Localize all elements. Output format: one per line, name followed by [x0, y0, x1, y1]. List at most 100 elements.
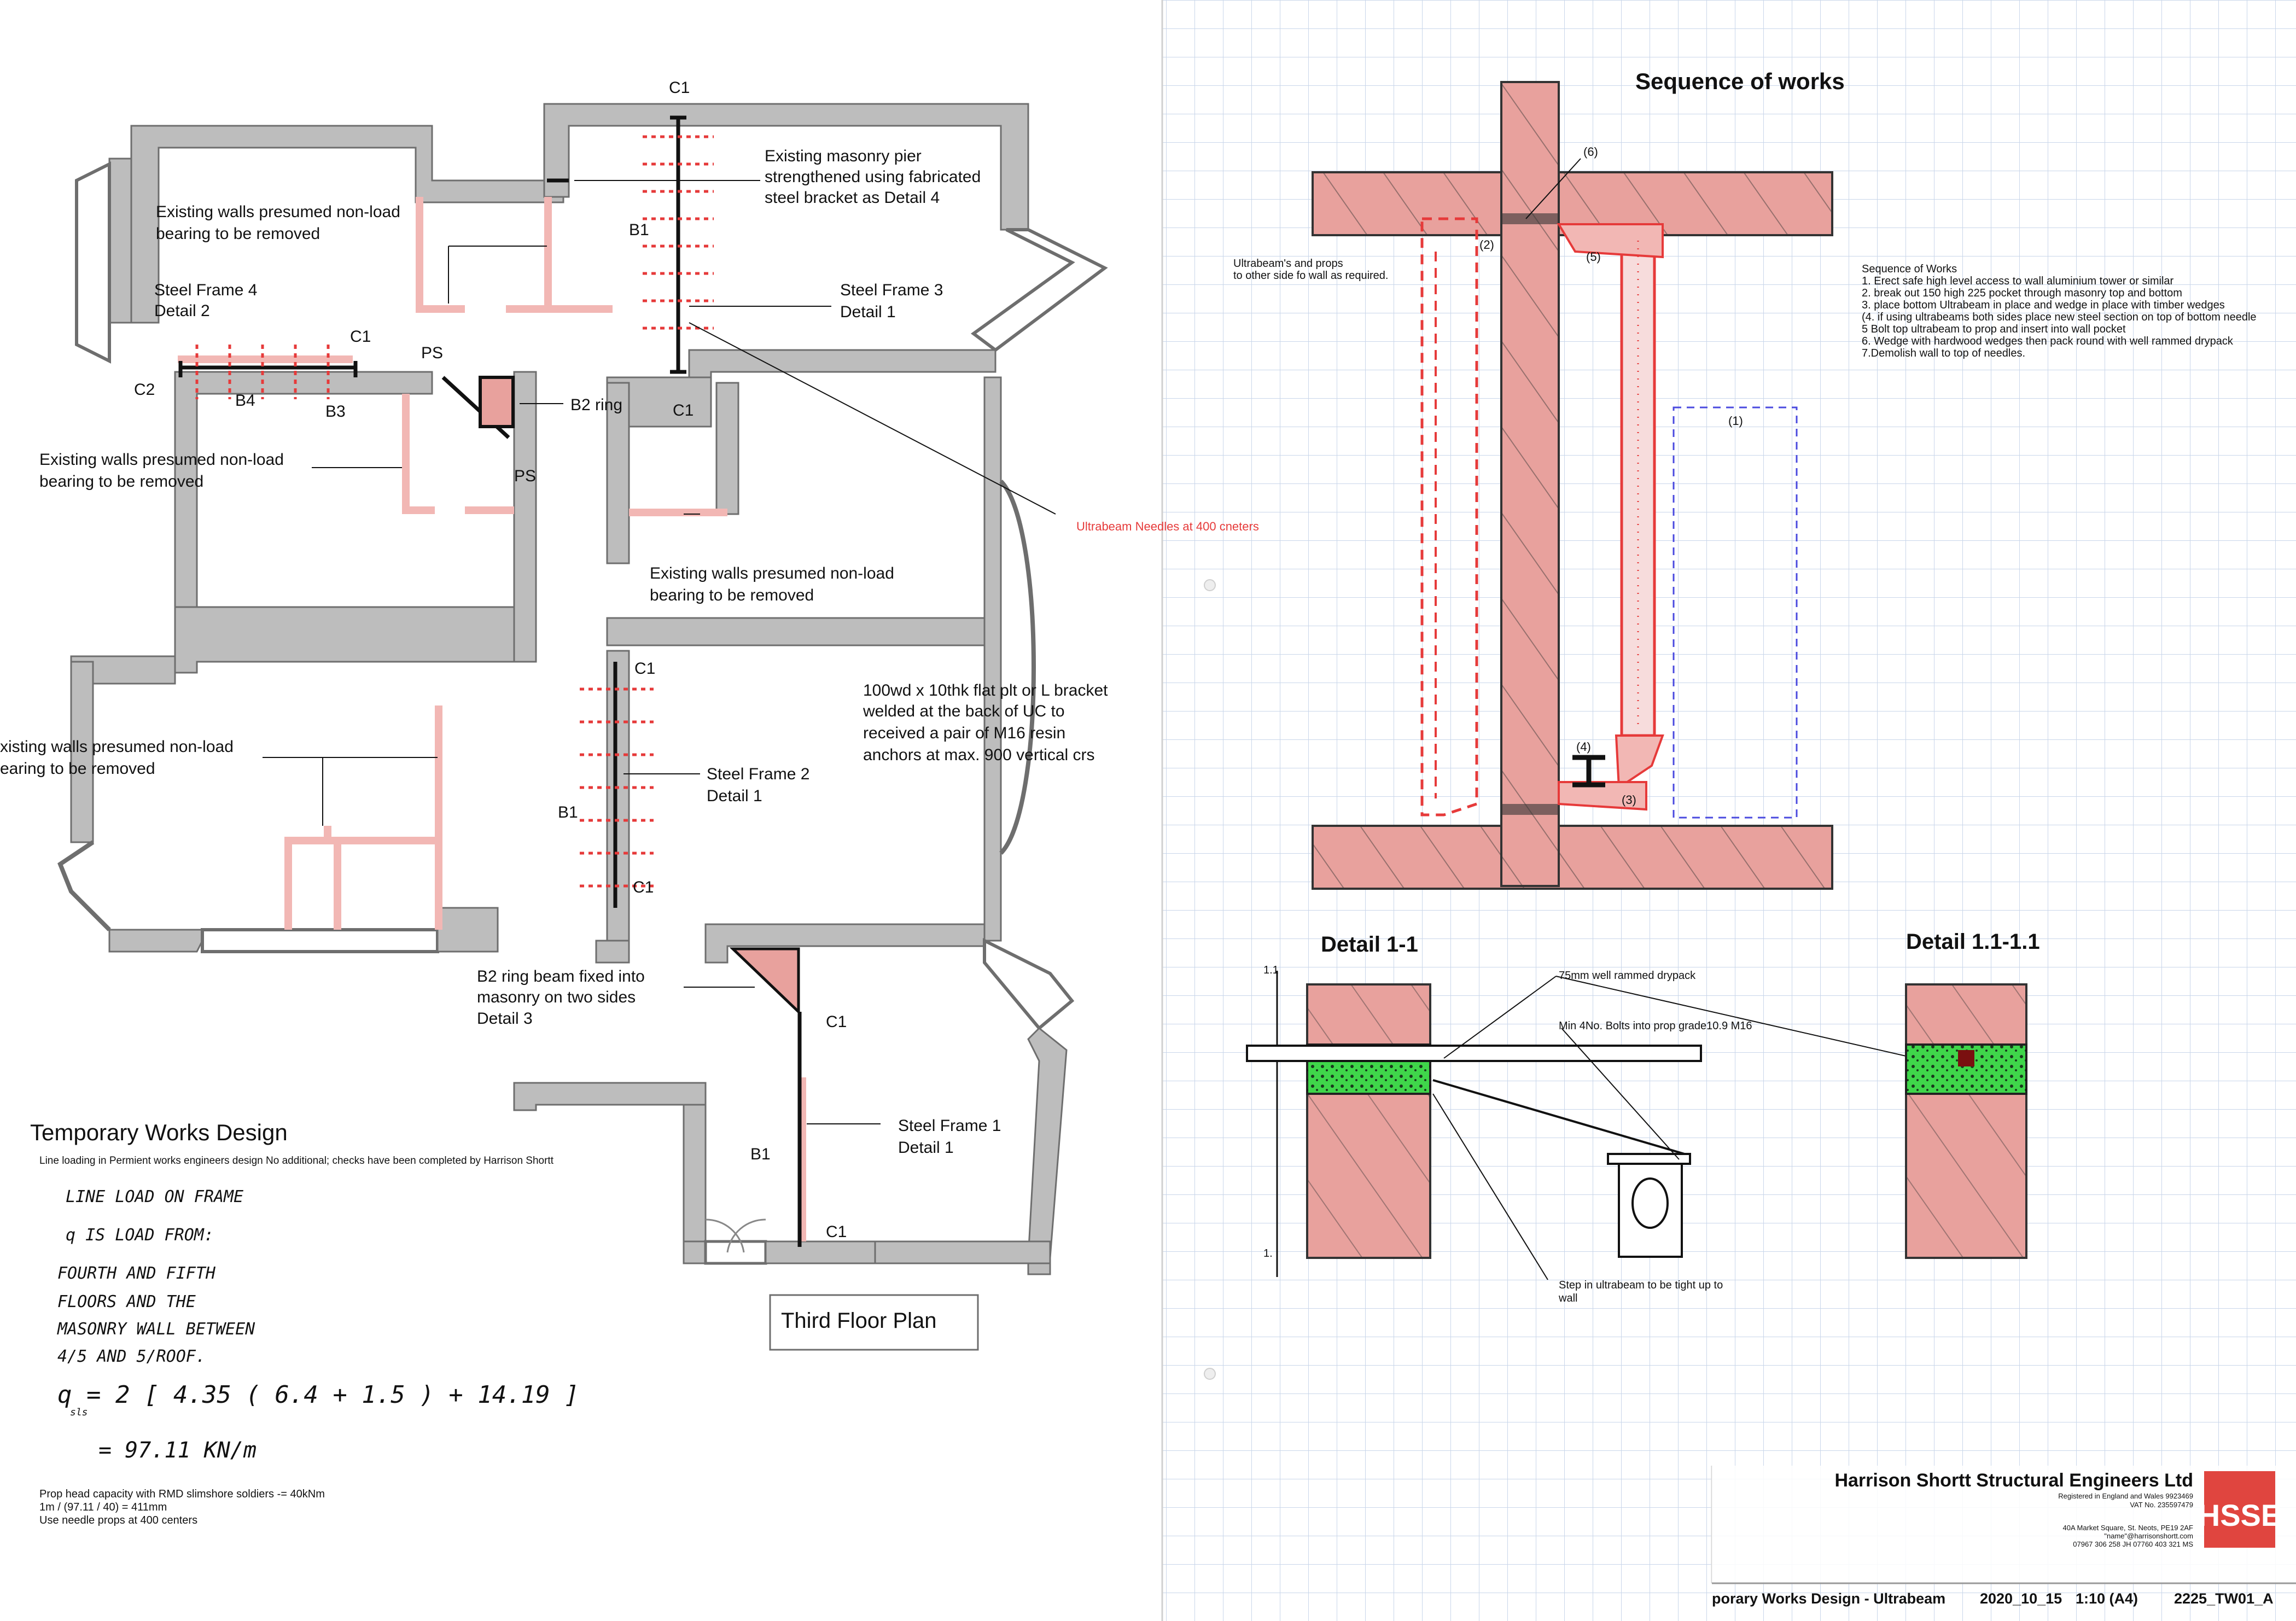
- detail-1-1-1-1: Detail 1.1-1.1: [1905, 930, 2040, 1259]
- sequence-step: 5 Bolt top ultrabeam to prop and insert …: [1862, 323, 2126, 335]
- sequence-step: (4. if using ultrabeams both sides place…: [1862, 311, 2257, 323]
- company-address: 07967 306 258 JH 07760 403 321 MS: [2073, 1540, 2193, 1548]
- hand-note: q IS LOAD FROM:: [66, 1226, 214, 1245]
- removed-wall: [284, 837, 438, 844]
- note-pier: strengthened using fabricated: [765, 168, 981, 186]
- company-reg: Registered in England and Wales 9923469: [2058, 1492, 2193, 1500]
- hand-formula-sub: sls: [70, 1407, 88, 1418]
- door-swing: [726, 1218, 766, 1253]
- note-pier: steel bracket as Detail 4: [765, 189, 940, 207]
- title-block: Harrison Shortt Structural Engineers Ltd…: [1711, 1466, 2296, 1607]
- door: [704, 1240, 767, 1265]
- label-c1: C1: [669, 79, 690, 97]
- design-note: Line loading in Permient works engineers…: [39, 1155, 554, 1167]
- removed-wall: [324, 826, 331, 842]
- company-name: Harrison Shortt Structural Engineers Ltd: [1834, 1470, 2193, 1491]
- sequence-elevation: Sequence of works (6) (2) (5) (1) (4) (3…: [1233, 68, 2257, 890]
- label-c2: C2: [134, 381, 155, 399]
- removed-wall: [506, 305, 613, 313]
- prop-note: Use needle props at 400 centers: [39, 1514, 197, 1526]
- note-steel-frame-4: Steel Frame 4: [154, 281, 257, 299]
- plan-labels: C1 C1 C1 C2 PS PS B4 B3 B1 B2 ring C1 C1…: [134, 79, 847, 1241]
- removed-wall: [416, 197, 423, 312]
- removed-wall: [178, 355, 353, 363]
- wall: [874, 1240, 1051, 1264]
- wall: [108, 158, 132, 324]
- label-c1: C1: [350, 328, 371, 346]
- prop-note: 1m / (97.11 / 40) = 411mm: [39, 1501, 167, 1513]
- removed-wall: [465, 506, 514, 514]
- wall: [715, 382, 739, 515]
- detail-title: Detail 1-1: [1321, 932, 1418, 957]
- logo-block: [2204, 1471, 2275, 1548]
- removed-wall: [629, 509, 727, 516]
- wall: [765, 1240, 876, 1264]
- label-b1: B1: [750, 1145, 771, 1163]
- hand-formula: q = 2 [ 4.35 ( 6.4 + 1.5 ) + 14.19 ]: [57, 1381, 579, 1409]
- leader: [1443, 976, 1557, 1059]
- hand-note: LINE LOAD ON FRAME: [66, 1187, 243, 1206]
- wall: [543, 103, 1029, 231]
- drawing-date: 2020_10_15: [1980, 1590, 2062, 1607]
- leader: [1555, 976, 1964, 1070]
- wall: [606, 382, 630, 564]
- ultrabeam-prop: [1620, 231, 1656, 737]
- sequence-step: 6. Wedge with hardwood wedges then pack …: [1862, 335, 2234, 347]
- label-c1: C1: [673, 401, 694, 419]
- company-reg: VAT No. 235597479: [2130, 1501, 2193, 1509]
- detail-1-1: Detail 1-1 1.1 1. 75mm well rammed drypa…: [1246, 932, 1964, 1304]
- label-b1: B1: [558, 803, 578, 821]
- note-drypack: 75mm well rammed drypack: [1559, 970, 1696, 982]
- design-notes: Temporary Works Design Line loading in P…: [30, 1119, 579, 1526]
- removed-wall: [402, 394, 410, 514]
- window: [201, 928, 439, 953]
- note-bracket: received a pair of M16 resin: [863, 724, 1065, 742]
- note-walls-removed: Existing walls presumed non-load: [156, 203, 400, 221]
- note-ultrabeam-needles: Ultrabeam Needles at 400 cneters: [1076, 520, 1259, 533]
- bay-window: [75, 161, 111, 364]
- bay-window: [999, 480, 1036, 855]
- plan-title-box: [769, 1294, 979, 1351]
- step-mark: (2): [1479, 238, 1494, 252]
- removed-wall: [435, 705, 442, 930]
- step-mark: (5): [1586, 250, 1601, 264]
- sequence-step: 7.Demolish wall to top of needles.: [1862, 347, 2025, 359]
- note-bolts: Min 4No. Bolts into prop grade10.9 M16: [1559, 1020, 1752, 1032]
- note-walls-removed: bearing to be removed: [650, 586, 814, 604]
- note-steel-frame-2: Detail 1: [707, 787, 762, 805]
- logo-text: HSSE: [2198, 1498, 2282, 1532]
- ultrabeam-taper: [1432, 1079, 1685, 1155]
- bay-window: [970, 228, 1108, 352]
- ultrabeam-leader: [689, 322, 1056, 515]
- b2-ring-beam-corner: [729, 947, 800, 1015]
- detail-title: Detail 1.1-1.1: [1906, 930, 2040, 954]
- title-block-bg: [1712, 1466, 2296, 1583]
- note-steel-frame-1: Steel Frame 1: [898, 1117, 1001, 1135]
- note-b2-ring-beam: Detail 3: [477, 1010, 533, 1028]
- wall: [108, 929, 203, 953]
- label-c1: C1: [633, 878, 654, 896]
- step-mark: (4): [1576, 740, 1591, 754]
- step-mark: (3): [1622, 793, 1636, 807]
- label-b3: B3: [325, 403, 346, 421]
- label-ps: PS: [514, 467, 536, 485]
- note-b2-ring-beam: masonry on two sides: [477, 988, 636, 1006]
- wall: [513, 1082, 707, 1111]
- sequence-step: Sequence of Works: [1862, 263, 1957, 275]
- bay-window: [57, 840, 111, 931]
- company-address: "name"@harrisonshortt.com: [2104, 1532, 2193, 1540]
- hand-note: FLOORS AND THE: [57, 1292, 196, 1311]
- note-walls-removed: Existing walls presumed non-load: [39, 451, 284, 469]
- label-b1: B1: [629, 221, 649, 239]
- sequence-step: 2. break out 150 high 225 pocket through…: [1862, 287, 2182, 299]
- bottom-needle: [1558, 781, 1647, 811]
- note-step: Step in ultrabeam to be tight up to: [1559, 1279, 1723, 1291]
- wall: [683, 1104, 707, 1243]
- leader: [1525, 158, 1581, 219]
- section-mark: 1.: [1263, 1247, 1273, 1260]
- wall: [606, 617, 1002, 646]
- plan-notes: Existing masonry pier strengthened using…: [0, 147, 1259, 1157]
- design-title: Temporary Works Design: [30, 1119, 288, 1145]
- hand-note: MASONRY WALL BETWEEN: [57, 1320, 255, 1339]
